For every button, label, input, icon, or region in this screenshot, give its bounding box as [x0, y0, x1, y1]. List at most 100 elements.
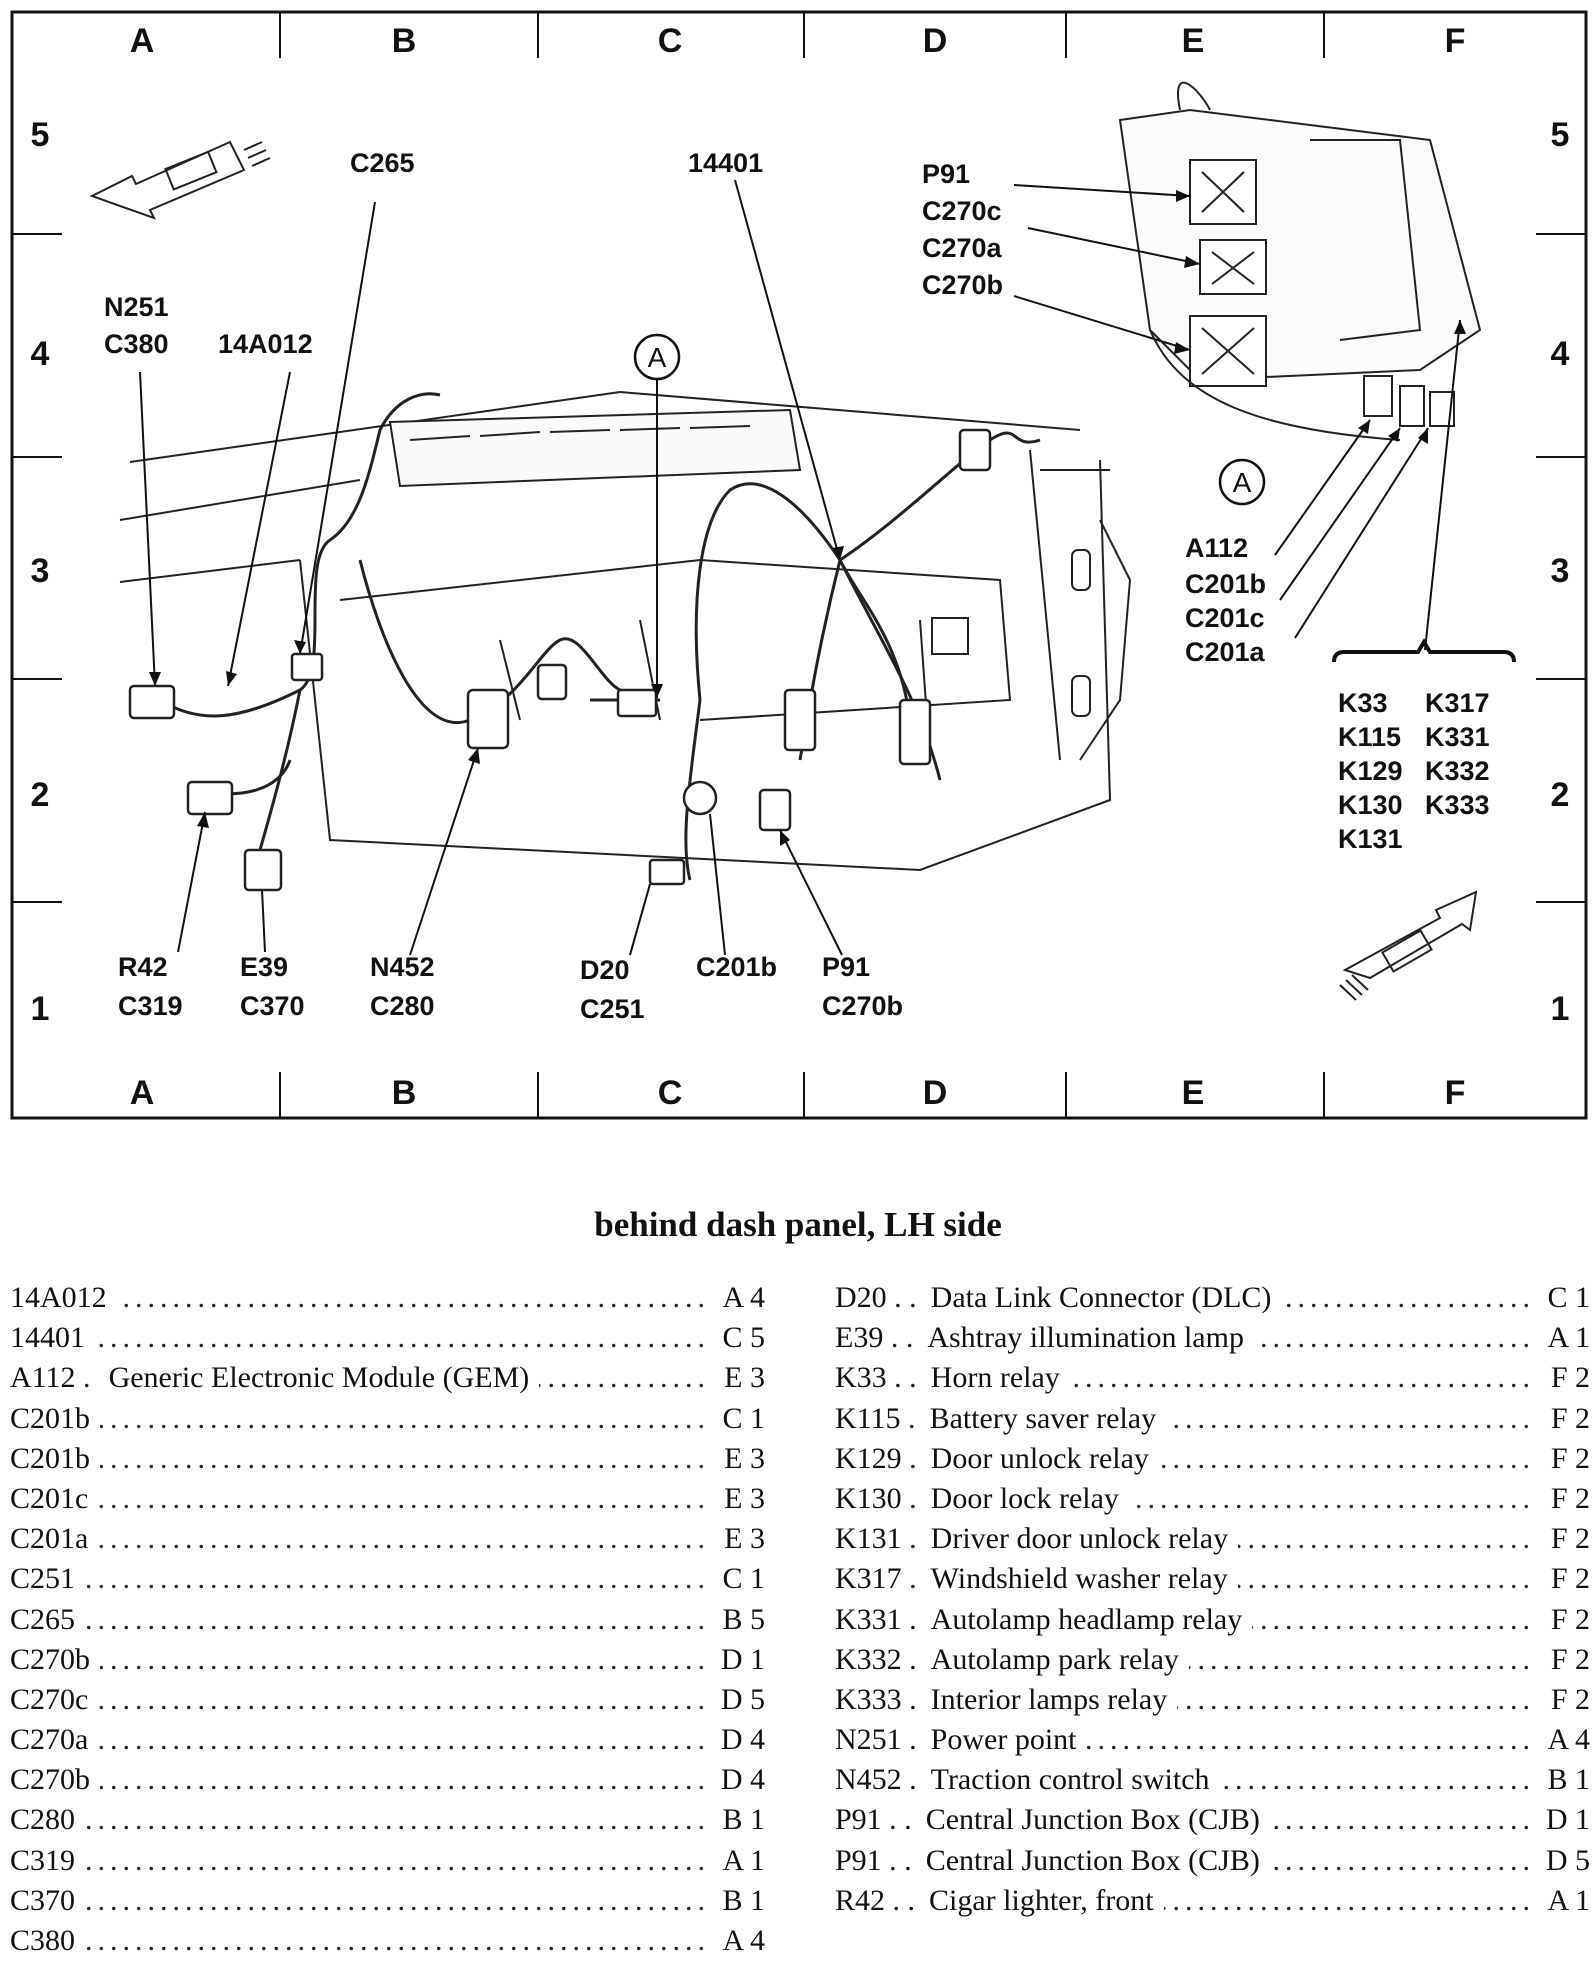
- col-label: C: [658, 22, 683, 60]
- label-p91-group-top: P91 C270c C270a C270b: [922, 159, 1009, 300]
- leader-dots: ........................................…: [10, 1522, 703, 1556]
- legend-code: C370: [10, 1883, 76, 1917]
- label-n452-group: N452 C280: [370, 952, 442, 1021]
- legend-description: Door lock relay: [930, 1481, 1119, 1515]
- legend-grid-reference: A 4: [716, 1278, 765, 1319]
- col-label: F: [1445, 1074, 1466, 1112]
- legend-code: R42 . .: [835, 1883, 916, 1917]
- legend-grid-reference: F 2: [1544, 1358, 1590, 1399]
- legend-grid-reference: F 2: [1544, 1559, 1590, 1600]
- legend-row: ........................................…: [835, 1478, 1590, 1520]
- legend-grid-reference: F 2: [1544, 1519, 1590, 1560]
- legend-description: Central Junction Box (CJB): [925, 1803, 1260, 1837]
- legend-row: ........................................…: [835, 1639, 1590, 1680]
- legend-code: A112 .: [10, 1361, 91, 1395]
- legend-row: ........................................…: [835, 1720, 1590, 1761]
- legend-code: C201b: [10, 1401, 91, 1435]
- legend-code: C270a: [10, 1723, 89, 1757]
- leader-dots: ........................................…: [10, 1401, 703, 1435]
- legend-row: ........................................…: [835, 1398, 1590, 1439]
- harness-sleeve: [783, 688, 817, 752]
- legend-grid-reference: C 5: [716, 1318, 765, 1359]
- leader-dots: ........................................…: [10, 1843, 703, 1877]
- legend-row: ........................................…: [10, 1800, 765, 1841]
- legend-entry: K333 .Interior lamps relay: [835, 1679, 1178, 1721]
- legend-code: C270b: [10, 1642, 91, 1676]
- label-e39-group: E39 C370: [240, 952, 305, 1021]
- legend-description: Cigar lighter, front: [929, 1883, 1154, 1917]
- legend-description: Autolamp headlamp relay: [930, 1602, 1243, 1636]
- legend-row: ........................................…: [835, 1318, 1590, 1359]
- legend-entry: C380: [10, 1921, 86, 1962]
- legend-code: 14A012: [10, 1281, 107, 1314]
- legend-code: K131 .: [835, 1522, 917, 1556]
- grid-column-labels-bottom: A B C D E F: [130, 1074, 1466, 1112]
- legend-row: ........................................…: [10, 1679, 765, 1721]
- connector-c319: [186, 780, 234, 816]
- legend-entry: C319: [10, 1840, 86, 1881]
- leader-dots: ........................................…: [10, 1803, 703, 1837]
- row-label: 3: [31, 552, 50, 590]
- legend-grid-reference: D 1: [714, 1639, 765, 1680]
- legend-row: ........................................…: [10, 1921, 765, 1962]
- legend-row: ........................................…: [10, 1760, 765, 1801]
- connector-c201-group: [1363, 375, 1393, 417]
- leader-dots: ........................................…: [10, 1562, 703, 1596]
- legend-right-column: ........................................…: [835, 1278, 1590, 1921]
- legend-entry: C280: [10, 1800, 86, 1841]
- connector-c201-group: [1399, 385, 1425, 427]
- diagram-frame: [10, 10, 1588, 1120]
- legend-code: K129 .: [835, 1441, 917, 1475]
- forward-arrow-icon: [89, 140, 271, 220]
- legend-row: ........................................…: [835, 1559, 1590, 1600]
- col-label: B: [392, 22, 417, 60]
- legend-grid-reference: D 4: [714, 1720, 765, 1761]
- legend-grid-reference: F 2: [1544, 1599, 1590, 1640]
- col-label: F: [1445, 22, 1466, 60]
- legend-entry: C270b: [10, 1639, 101, 1680]
- legend-row: ........................................…: [10, 1720, 765, 1761]
- leader-dots: ........................................…: [10, 1481, 703, 1515]
- legend-description: Generic Electronic Module (GEM): [108, 1361, 530, 1395]
- legend-code: P91 . .: [835, 1843, 912, 1877]
- legend-entry: K129 .Door unlock relay: [835, 1438, 1159, 1479]
- legend-row: ........................................…: [10, 1599, 765, 1640]
- legend-grid-reference: D 5: [714, 1679, 765, 1721]
- label-c201b-bottom: C201b: [696, 952, 777, 982]
- col-label: C: [658, 1074, 683, 1112]
- legend-entry: D20 . .Data Link Connector (DLC): [835, 1278, 1282, 1319]
- leader-dots: ........................................…: [10, 1642, 703, 1676]
- connector-c201b: [682, 780, 718, 816]
- legend-grid-reference: F 2: [1544, 1478, 1590, 1520]
- column-ticks: [279, 12, 1325, 1118]
- row-label: 1: [31, 990, 50, 1028]
- row-label: 4: [31, 335, 50, 373]
- legend-entry: C251: [10, 1559, 86, 1600]
- wiring-diagram: A B C D E F A B C D E F 5 4 3 2 1 5 4 3 …: [10, 10, 1588, 1120]
- label-14401: 14401: [688, 148, 763, 178]
- legend-grid-reference: C 1: [716, 1398, 765, 1439]
- legend-row: ........................................…: [835, 1278, 1590, 1319]
- legend-code: K33 . .: [835, 1361, 917, 1395]
- callout-letter: A: [1233, 467, 1252, 498]
- legend-code: K115 .: [835, 1401, 916, 1435]
- row-label: 5: [31, 116, 50, 154]
- legend-grid-reference: B 1: [716, 1800, 765, 1841]
- col-label: E: [1182, 22, 1205, 60]
- legend-grid-reference: F 2: [1544, 1438, 1590, 1479]
- label-relays-left: K33 K115 K129 K130 K131: [1338, 688, 1410, 854]
- leader-dots: ........................................…: [10, 1763, 703, 1797]
- legend-entry: C270b: [10, 1760, 101, 1801]
- row-label: 3: [1551, 552, 1570, 590]
- legend-row: ........................................…: [835, 1358, 1590, 1399]
- col-label: D: [923, 22, 948, 60]
- grid-column-labels-top: A B C D E F: [130, 22, 1466, 60]
- legend-row: ........................................…: [10, 1880, 765, 1921]
- legend-entry: 14401: [10, 1318, 95, 1359]
- rearward-arrow-icon: [1339, 890, 1478, 1001]
- legend-row: ........................................…: [10, 1438, 765, 1479]
- legend-grid-reference: E 3: [718, 1478, 765, 1520]
- legend-grid-reference: D 1: [1539, 1800, 1590, 1841]
- row-label: 5: [1551, 116, 1570, 154]
- col-label: A: [130, 22, 155, 60]
